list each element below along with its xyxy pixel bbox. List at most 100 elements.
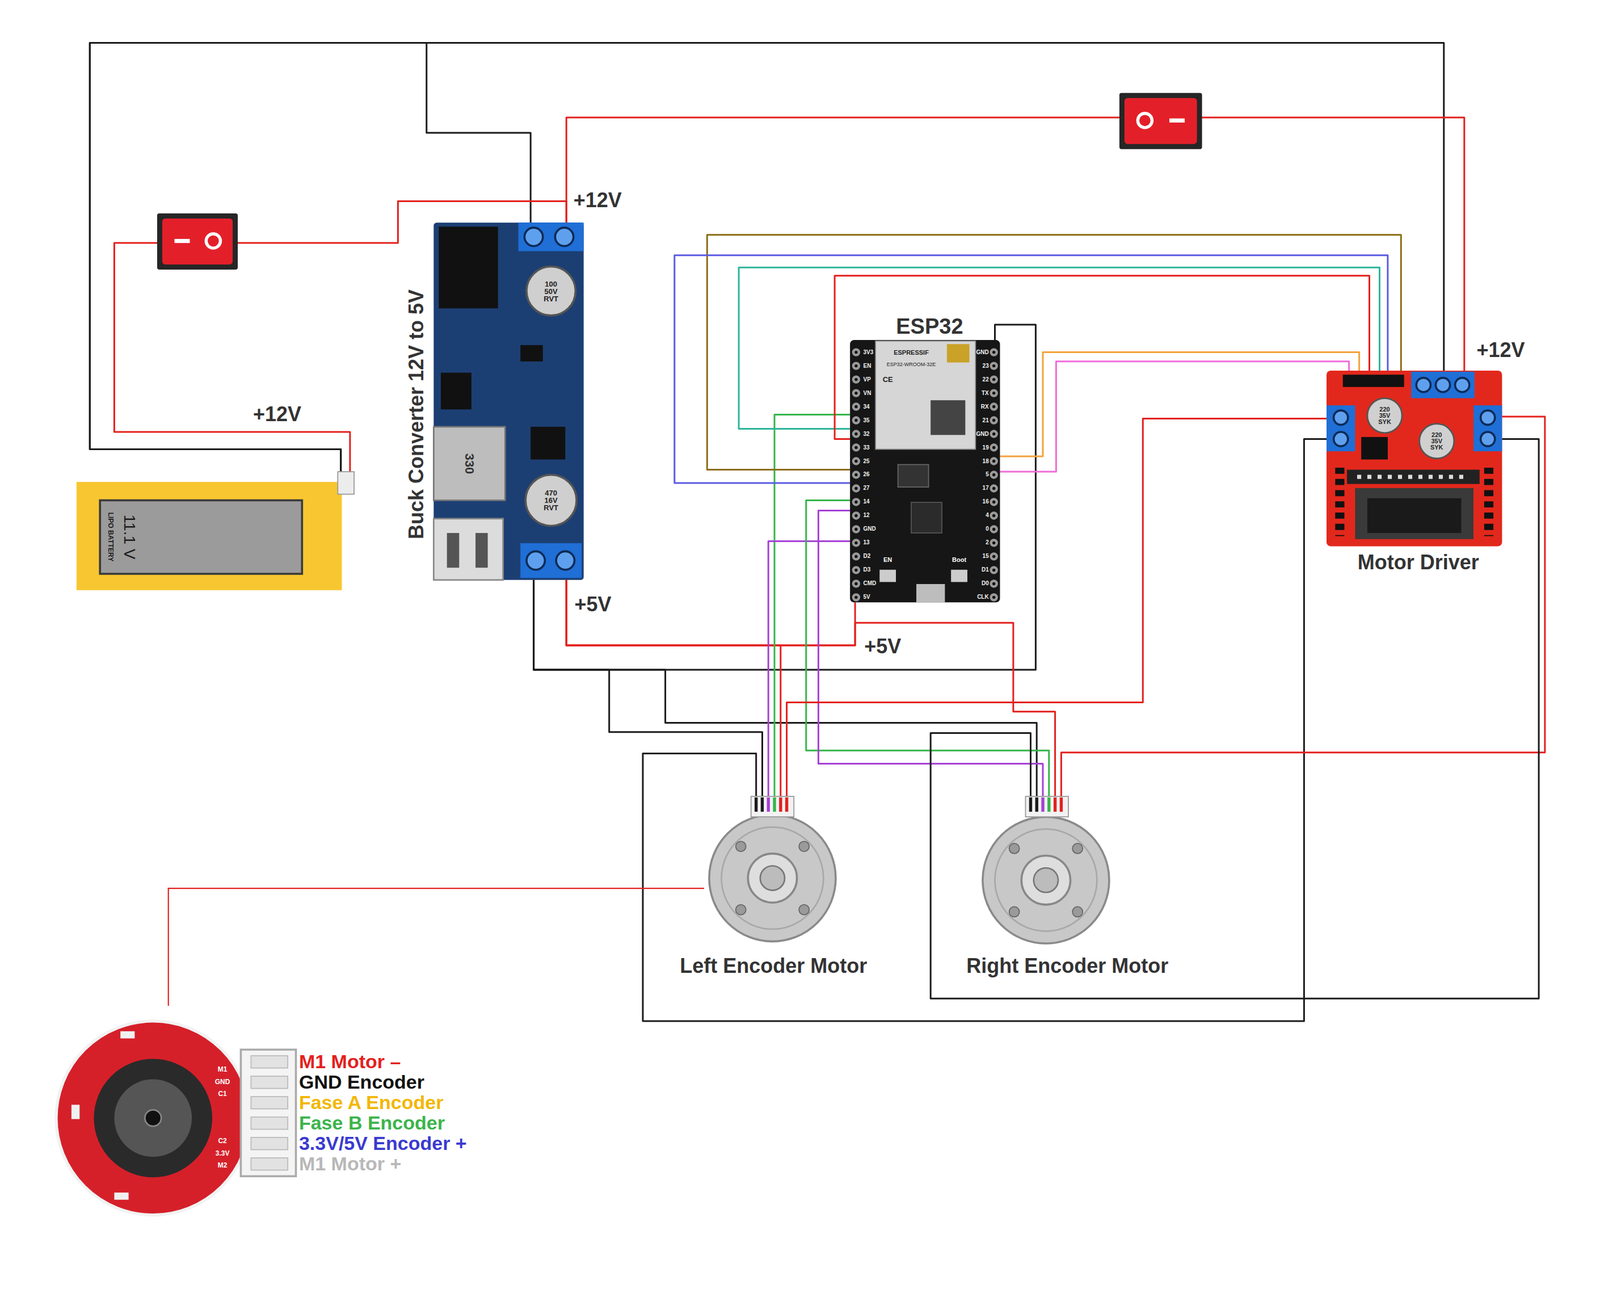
pin-label: VN: [863, 389, 872, 397]
pin-label: VP: [863, 376, 871, 383]
terminal-screw: [1333, 431, 1349, 446]
motor-face: [982, 816, 1110, 943]
node-title: Motor Driver: [1357, 550, 1480, 574]
pin-label: 3V3: [863, 348, 874, 356]
switch-mark: [174, 238, 191, 243]
screw-terminal: [520, 542, 582, 578]
esp32-board: ESP32: [849, 339, 1000, 602]
wire: [1000, 352, 1360, 457]
connector-pin: [779, 797, 782, 812]
connector-pin: [1041, 797, 1044, 812]
battery-body: [76, 481, 343, 591]
pin-label: D0: [981, 580, 989, 588]
diodes: [1484, 467, 1494, 537]
node-title: LIPO BATTERY: [106, 512, 115, 562]
pin-label: 35: [863, 417, 870, 424]
encoder-motor: Right Encoder Motor: [982, 796, 1110, 943]
pin-label: 33: [863, 444, 870, 452]
pin-label: 12: [863, 512, 870, 520]
node-title: Left Encoder Motor: [679, 953, 867, 978]
dc-jack: [438, 226, 498, 309]
pin-label: 16: [982, 498, 989, 506]
terminal-screw: [554, 227, 574, 246]
wire: [566, 117, 1465, 371]
header-pins: [992, 352, 996, 598]
connector-pin: [754, 797, 758, 812]
usb-slot: [447, 532, 460, 568]
qr-code: [930, 400, 966, 435]
encoder-detail: [56, 1020, 297, 1215]
smd-part: [120, 1030, 135, 1039]
capacitor: [1367, 398, 1402, 433]
connector-pin: [1029, 797, 1033, 812]
board-marking: C1: [217, 1090, 227, 1099]
wifi-module: [875, 340, 976, 450]
switch-mark: [1169, 118, 1185, 123]
l298n-board: [1326, 370, 1502, 546]
terminal-screw: [526, 550, 545, 570]
motor-ring: [995, 828, 1098, 932]
pin-label: RX: [980, 403, 989, 411]
pin-label: GND: [975, 348, 989, 356]
pin-label: 13: [863, 539, 870, 547]
pin-label: CLK: [977, 594, 989, 601]
capacitor: [526, 266, 576, 316]
pin-label: D3: [863, 566, 871, 574]
capacitor-marking: 220 35V SYK: [1378, 406, 1392, 425]
switch-mark: [205, 233, 221, 248]
leader-line: [168, 887, 705, 1006]
pin-label: 4: [985, 512, 989, 520]
capacitor-marking: 100 50V RVT: [543, 279, 559, 302]
switch-rocker: [162, 218, 233, 265]
pin-label: 22: [982, 376, 989, 383]
pin-label: 2: [985, 539, 989, 547]
pin-label: 26: [863, 471, 870, 479]
lipo-battery: [76, 471, 355, 591]
buck-converter-board: [433, 222, 584, 580]
connector-pin: [1053, 797, 1057, 812]
motor-ring: [721, 826, 824, 929]
wire: [1000, 361, 1350, 472]
pin-label: 32: [863, 430, 870, 438]
pin-label: D2: [863, 553, 871, 560]
motor-shaft: [760, 865, 785, 890]
terminal-screw: [556, 550, 575, 570]
motor-connector: [751, 796, 795, 817]
node-title: ESP32: [895, 314, 963, 340]
battery-connector: [337, 471, 355, 495]
ic-chip: [520, 344, 543, 362]
wire: [930, 439, 1539, 999]
pin-label: 14: [863, 498, 870, 506]
pin-label: 17: [982, 485, 989, 492]
esp32-devkit: [849, 339, 1000, 602]
usb-port: [433, 518, 503, 580]
wire: [706, 234, 1401, 470]
switch-frame: [157, 213, 238, 270]
pin-label: 34: [863, 403, 870, 411]
motor-connector: [1025, 796, 1069, 817]
push-button: [879, 569, 896, 583]
battery-panel: [99, 499, 302, 574]
connector-pin: [772, 797, 776, 812]
wire: [566, 579, 781, 797]
pcb: [849, 339, 1000, 602]
button-label: EN: [883, 555, 892, 563]
terminal-screw: [1480, 410, 1496, 425]
connector-pin: [1047, 797, 1051, 812]
motor-hub: [1021, 855, 1071, 904]
motor-hub: [747, 853, 797, 903]
pin-label: 0: [985, 525, 989, 533]
encoder-motor: [709, 796, 836, 941]
pin-label: 25: [863, 457, 870, 465]
wire: [1060, 416, 1545, 797]
button-label: Boot: [952, 555, 967, 563]
inductor-marking: 330: [462, 452, 477, 474]
buck-converter: Buck Converter 12V to 5V: [433, 222, 584, 580]
pin-label: 19: [982, 444, 989, 452]
wire: [89, 43, 531, 473]
screw: [735, 840, 747, 852]
node-title: Right Encoder Motor: [966, 953, 1169, 978]
pin-label: GND: [975, 430, 989, 438]
heatsink: [1367, 498, 1461, 533]
wire: [533, 579, 763, 797]
